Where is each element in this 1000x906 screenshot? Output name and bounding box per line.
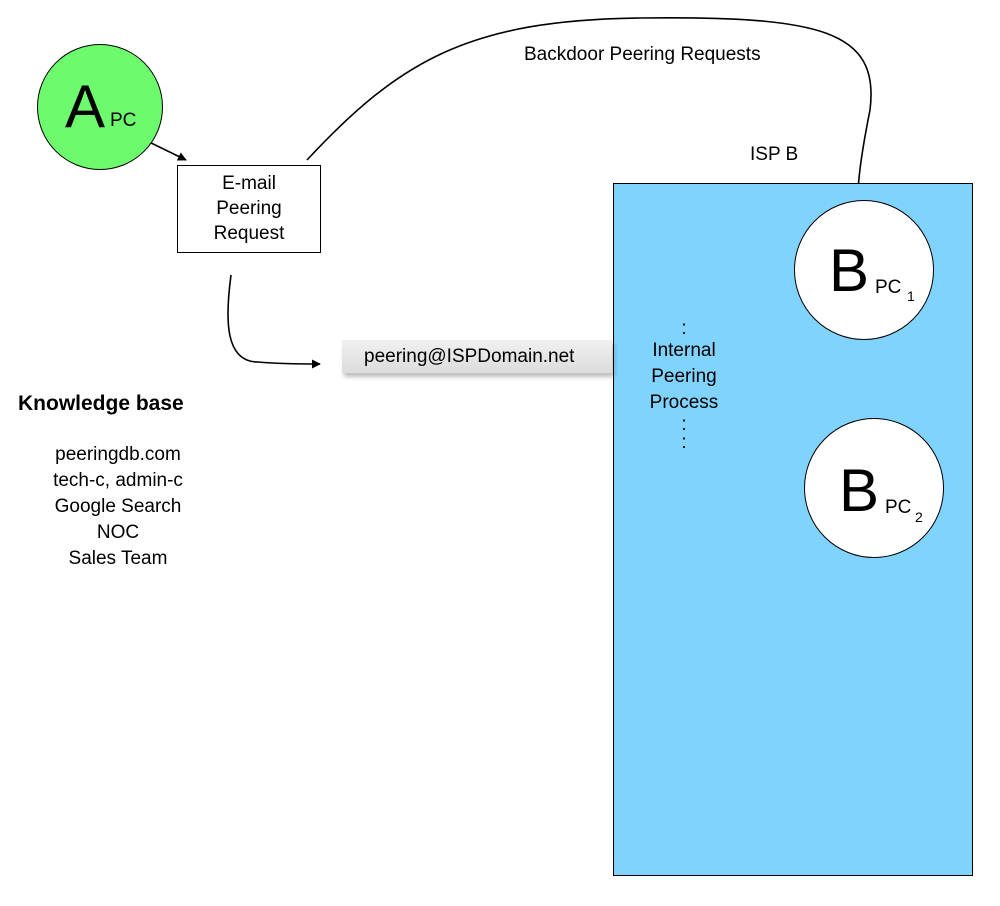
arrow-email-to-mailbox [227, 274, 321, 369]
node-a-sub: PC [110, 110, 137, 131]
peering-mailbox: peering@ISPDomain.net [342, 340, 612, 373]
knowledge-base-title: Knowledge base [18, 392, 184, 415]
node-a-peering-coordinator: A PC [37, 44, 163, 170]
backdoor-requests-label: Backdoor Peering Requests [524, 44, 761, 65]
knowledge-base-item: NOC [96, 522, 140, 543]
node-b2-letter: B [839, 457, 880, 524]
internal-peering-process: : Internal Peering Process : : [626, 318, 742, 453]
node-b-pc2: B PC 2 [804, 418, 944, 558]
internal-line-3: Process [649, 392, 719, 413]
internal-line-2: Peering [651, 366, 717, 387]
internal-top-dot: : [681, 318, 687, 339]
knowledge-base-item: Google Search [54, 496, 182, 517]
knowledge-base-item: Sales Team [68, 548, 168, 569]
internal-bottom-dot-1: : [681, 414, 687, 435]
internal-bottom-dot-2: : [681, 432, 687, 453]
email-box-line-3: Request [213, 223, 285, 244]
node-b2-sub: PC [885, 497, 912, 518]
node-b1-letter: B [829, 237, 870, 304]
knowledge-base-item: tech-c, admin-c [53, 470, 183, 491]
email-peering-request-box: E-mail Peering Request [177, 165, 321, 253]
email-box-line-1: E-mail [222, 173, 276, 194]
node-b-pc1: B PC 1 [794, 200, 934, 340]
knowledge-base-item: peeringdb.com [55, 444, 181, 465]
node-b1-subsub: 1 [907, 288, 915, 304]
node-a-letter: A [65, 73, 106, 140]
knowledge-base-list: peeringdb.com tech-c, admin-c Google Sea… [18, 442, 218, 572]
node-b2-subsub: 2 [915, 509, 923, 525]
isp-b-label: ISP B [750, 144, 799, 165]
internal-line-1: Internal [652, 340, 716, 361]
node-b1-sub: PC [875, 277, 902, 298]
email-box-line-2: Peering [216, 198, 282, 219]
